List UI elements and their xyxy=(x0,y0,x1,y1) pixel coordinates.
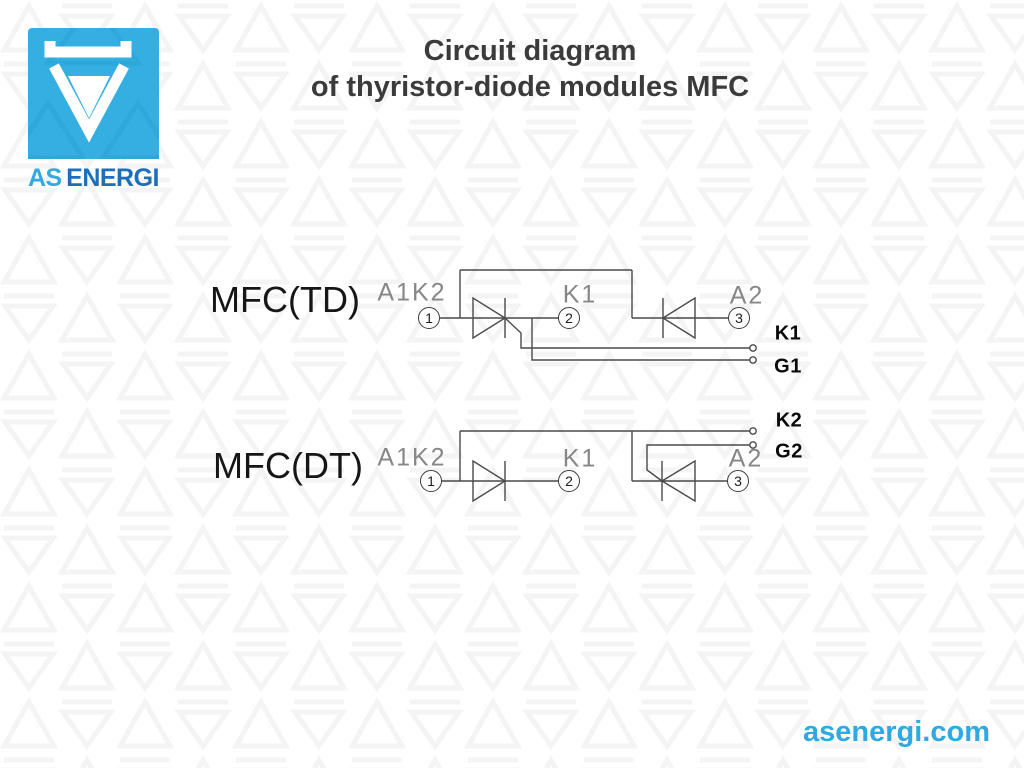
circuit-td xyxy=(440,269,757,364)
td-aux-bottom-terminal xyxy=(749,356,757,364)
brand-energi: ENERGI xyxy=(66,164,159,192)
dt-aux-bottom-terminal xyxy=(749,441,757,449)
title-line-1: Circuit diagram xyxy=(423,35,637,67)
td-terminal-2-circle: 2 xyxy=(558,307,580,329)
td-diode-symbol xyxy=(661,296,696,340)
veles-symbol-icon xyxy=(44,41,132,143)
as-energi-logo-icon xyxy=(28,28,159,159)
td-aux-top-terminal xyxy=(749,344,757,352)
dt-aux-top-label: K2 xyxy=(775,409,803,432)
td-terminal3-label: A2 xyxy=(729,281,765,310)
dt-aux-top-terminal xyxy=(749,427,757,435)
dt-terminal-3-circle: 3 xyxy=(727,470,749,492)
dt-terminal-2-circle: 2 xyxy=(558,470,580,492)
td-terminal-1-circle: 1 xyxy=(418,307,440,329)
brand-as: AS xyxy=(28,164,62,192)
dt-terminal2-label: K1 xyxy=(562,444,598,473)
dt-thyristor-symbol xyxy=(646,444,750,503)
dt-terminal1-label: A1K2 xyxy=(377,443,447,472)
td-thyristor-symbol xyxy=(472,296,750,349)
dt-terminal3-label: A2 xyxy=(728,444,764,473)
td-terminal1-label: A1K2 xyxy=(377,278,447,307)
dt-terminal-1-circle: 1 xyxy=(420,470,442,492)
dt-aux-bottom-label: G2 xyxy=(775,440,803,463)
logo-text: AS ENERGI xyxy=(28,164,159,193)
title-line-2: of thyristor-diode modules MFC xyxy=(310,71,750,103)
circuit-td-name: MFC(TD) xyxy=(210,279,360,320)
td-terminal-3-circle: 3 xyxy=(728,307,750,329)
td-aux-top-label: K1 xyxy=(774,322,802,345)
circuit-dt-name: MFC(DT) xyxy=(213,445,363,486)
dt-diode-symbol xyxy=(472,459,507,503)
page-title: Circuit diagram of thyristor-diode modul… xyxy=(311,33,749,105)
td-aux-top-wire xyxy=(504,317,750,349)
website-text: asenergi.com xyxy=(803,716,990,748)
dt-aux-bottom-wire xyxy=(646,444,750,482)
td-aux-bottom-wire xyxy=(531,318,750,361)
logo-inner-pattern xyxy=(28,28,159,159)
td-terminal2-label: K1 xyxy=(562,280,598,309)
td-aux-bottom-label: G1 xyxy=(774,355,802,378)
circuit-dt xyxy=(442,427,757,503)
